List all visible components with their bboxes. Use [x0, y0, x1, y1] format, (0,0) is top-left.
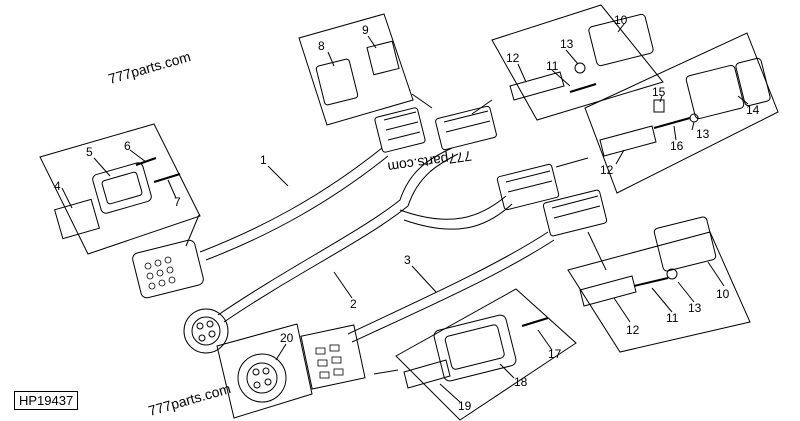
callout-8: 8: [318, 39, 325, 53]
detail-box-8-9: [298, 13, 414, 126]
watermark-bottom: 777parts.com: [146, 380, 232, 419]
callout-2: 2: [350, 297, 357, 311]
callout-9: 9: [362, 23, 369, 37]
callout-11: 11: [546, 59, 559, 73]
callout-3: 3: [404, 253, 411, 267]
callout-12-c: 12: [626, 323, 640, 337]
callout-14: 14: [746, 103, 760, 117]
detail-box-4-7: [39, 123, 201, 255]
diagram-code-label: HP19437: [14, 391, 79, 410]
detail-box-12-16: [584, 32, 779, 194]
callout-6: 6: [124, 139, 131, 153]
callout-13-b: 13: [696, 127, 710, 141]
callout-4: 4: [54, 179, 61, 193]
detail-box-17-19: [395, 288, 577, 421]
callout-13-c: 13: [688, 301, 702, 315]
callout-15: 15: [652, 85, 666, 99]
callout-17: 17: [548, 347, 562, 361]
callout-12-b: 12: [600, 163, 614, 177]
callout-5: 5: [86, 145, 93, 159]
callout-13: 13: [560, 37, 574, 51]
callout-7: 7: [174, 195, 181, 209]
watermark-top-left: 777parts.com: [106, 48, 192, 87]
callout-20: 20: [280, 331, 294, 345]
callout-11-b: 11: [666, 311, 679, 325]
callout-12: 12: [506, 51, 520, 65]
callout-10: 10: [614, 13, 628, 27]
detail-box-10-13-lower: [567, 231, 751, 353]
detail-box-10-13: [491, 4, 664, 121]
callout-10-b: 10: [716, 287, 730, 301]
callout-16: 16: [670, 139, 684, 153]
callout-18: 18: [514, 375, 528, 389]
callout-19: 19: [458, 399, 472, 413]
detail-box-20: [216, 323, 313, 419]
callout-1: 1: [260, 153, 267, 167]
